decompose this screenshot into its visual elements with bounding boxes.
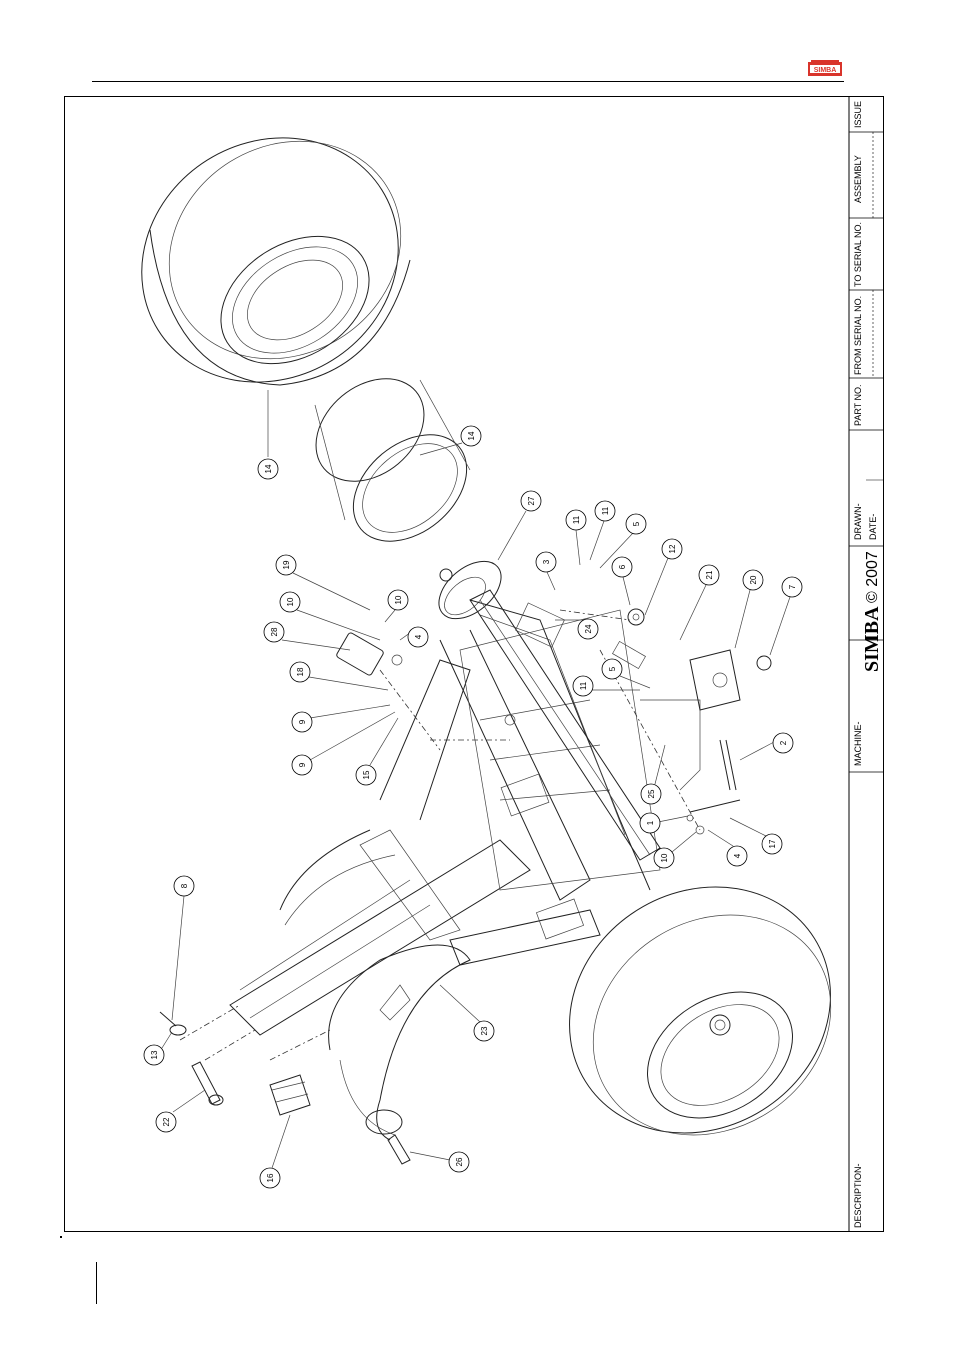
callout-label: 5 xyxy=(608,666,617,671)
callout-label: 7 xyxy=(788,584,797,589)
drawn-label: DRAWN- xyxy=(853,503,863,540)
from-serial-label: FROM SERIAL NO. xyxy=(853,296,863,375)
callout-label: 28 xyxy=(270,627,279,636)
callout-label: 4 xyxy=(733,853,742,858)
callout-label: 12 xyxy=(668,544,677,553)
callout-label: 22 xyxy=(162,1117,171,1126)
callouts: 14 14 27 11 11 5 3 12 6 21 xyxy=(144,390,802,1188)
description-label: DESCRIPTION- xyxy=(853,1163,863,1228)
callout-label: 15 xyxy=(362,770,371,779)
callout-label: 10 xyxy=(394,595,403,604)
date-label: DATE- xyxy=(868,514,878,540)
callout-label: 6 xyxy=(618,564,627,569)
callout-label: 14 xyxy=(264,464,273,473)
callout-label: 9 xyxy=(298,719,307,724)
title-block-logo: SIMBA xyxy=(861,606,883,672)
callout-label: 26 xyxy=(455,1157,464,1166)
callout-label: 5 xyxy=(632,521,641,526)
callout-label: 24 xyxy=(584,624,593,633)
wheel-rim xyxy=(296,358,488,563)
callout-label: 25 xyxy=(647,789,656,798)
assembly-centre-lines xyxy=(180,610,700,1060)
part-no-label: PART NO. xyxy=(853,384,863,426)
callout-label: 21 xyxy=(705,570,714,579)
callout-label: 2 xyxy=(779,740,788,745)
issue-label: ISSUE xyxy=(853,101,863,128)
hub-assembly xyxy=(428,550,511,630)
small-parts xyxy=(160,603,771,1164)
callout-label: 10 xyxy=(286,597,295,606)
callout-label: 20 xyxy=(749,575,758,584)
callout-label: 14 xyxy=(467,431,476,440)
callout-label: 23 xyxy=(480,1026,489,1035)
callout-label: 19 xyxy=(282,560,291,569)
callout-label: 13 xyxy=(150,1050,159,1059)
callout-label: 10 xyxy=(660,853,669,862)
machine-label: MACHINE- xyxy=(853,721,863,766)
callout-label: 27 xyxy=(527,496,536,505)
axle-beam xyxy=(470,590,660,860)
to-serial-label: TO SERIAL NO. xyxy=(853,222,863,287)
copyright-text: © 2007 xyxy=(864,551,881,603)
assembly-label: ASSEMBLY xyxy=(853,155,863,203)
callout-label: 9 xyxy=(298,762,307,767)
callout-label: 16 xyxy=(266,1173,275,1182)
callout-label: 11 xyxy=(572,515,581,524)
callout-label: 4 xyxy=(414,634,423,639)
callout-label: 18 xyxy=(296,667,305,676)
callout-label: 11 xyxy=(601,506,610,515)
curved-drawbar xyxy=(329,945,470,1140)
callout-label: 11 xyxy=(579,681,588,690)
callout-label: 17 xyxy=(768,839,777,848)
callout-label: 3 xyxy=(542,559,551,564)
callout-label: 1 xyxy=(646,820,655,825)
callout-label: 8 xyxy=(180,883,189,888)
title-block: ISSUE ASSEMBLY TO SERIAL NO. FROM SERIAL… xyxy=(849,96,884,1232)
